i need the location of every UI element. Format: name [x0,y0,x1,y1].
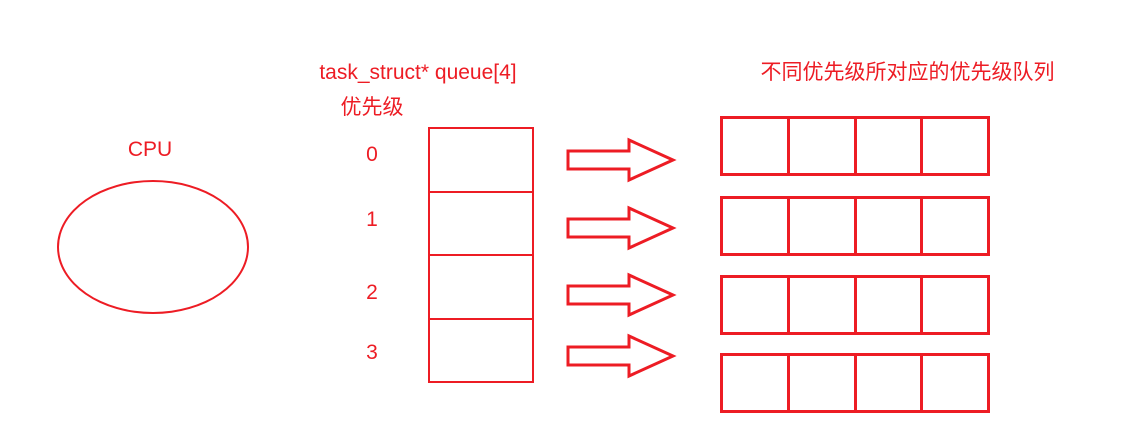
priority-queue-cell[interactable] [723,278,790,332]
queue-array-box [428,127,534,383]
arrow-right-icon-2 [566,272,677,318]
priority-queue-row [720,196,990,256]
queue-array-title: task_struct* queue[4] [319,61,517,84]
arrow-right-icon-0 [566,137,677,183]
queue-array-cell[interactable] [430,193,532,256]
queue-array-cell[interactable] [430,129,532,193]
priority-queue-cell[interactable] [857,278,924,332]
priority-queue-cell[interactable] [790,278,857,332]
arrow-right-icon-3 [566,333,677,379]
priority-queue-cell[interactable] [723,119,790,173]
cpu-label: CPU [127,138,173,161]
arrow-right-icon-1 [566,205,677,251]
queue-array-cell[interactable] [430,320,532,382]
priority-queue-cell[interactable] [923,119,987,173]
queue-index-label-3: 3 [366,341,378,364]
priority-queue-cell[interactable] [857,199,924,253]
priority-queue-cell[interactable] [923,278,987,332]
queue-array-cell[interactable] [430,256,532,320]
priority-queue-cell[interactable] [857,356,924,410]
priority-queue-cell[interactable] [723,199,790,253]
priority-queue-cell[interactable] [723,356,790,410]
queue-array-subtitle: 优先级 [340,96,404,119]
priority-queue-cell[interactable] [857,119,924,173]
priority-queue-cell[interactable] [790,119,857,173]
priority-queue-cell[interactable] [790,356,857,410]
priority-queue-cell[interactable] [790,199,857,253]
queue-index-label-2: 2 [366,281,378,304]
priority-queue-cell[interactable] [923,199,987,253]
priority-queue-row [720,353,990,413]
priority-queue-row [720,116,990,176]
queue-index-label-1: 1 [366,208,378,231]
cpu-ellipse [57,180,249,314]
priority-queues-title: 不同优先级所对应的优先级队列 [760,61,1055,84]
priority-queue-row [720,275,990,335]
priority-queue-cell[interactable] [923,356,987,410]
queue-index-label-0: 0 [366,143,378,166]
